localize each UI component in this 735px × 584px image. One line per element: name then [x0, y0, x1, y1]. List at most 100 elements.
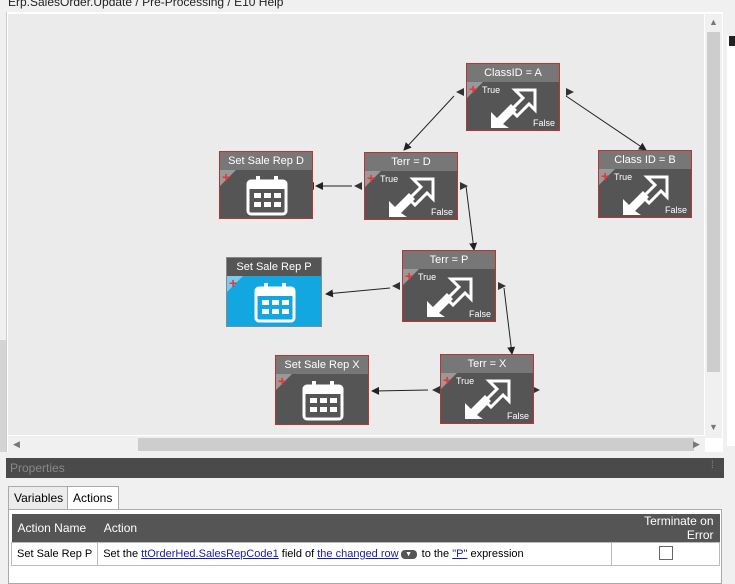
node-classid-b[interactable]: Class ID = B + True False: [598, 150, 692, 218]
workflow-canvas[interactable]: ClassID = A + True False Terr = D + True…: [8, 14, 704, 435]
true-label: True: [380, 174, 399, 184]
tab-actions[interactable]: Actions: [67, 486, 119, 511]
scroll-down-icon[interactable]: ▼: [709, 422, 718, 432]
vertical-scroll-thumb[interactable]: [707, 32, 720, 372]
connector-classA-classB: [565, 95, 647, 151]
false-label: False: [506, 411, 529, 421]
node-title: Set Sale Rep P: [227, 258, 321, 276]
action-name-cell: Set Sale Rep P: [10, 542, 99, 566]
port-terrP-right: [498, 282, 506, 290]
horizontal-scrollbar[interactable]: ◀ ▶: [8, 436, 705, 453]
corner-marker: [441, 373, 457, 389]
horizontal-scroll-thumb[interactable]: [138, 438, 694, 451]
scroll-right-icon[interactable]: ▶: [693, 439, 700, 449]
node-set-sale-rep-d[interactable]: Set Sale Rep D +: [219, 151, 313, 219]
node-title: Set Sale Rep X: [276, 356, 368, 374]
window-title: Erp.SalesOrder.Update / Pre-Processing /…: [8, 0, 284, 9]
port-terrX-right: [532, 386, 540, 394]
action-text: expression: [467, 548, 524, 560]
action-text: field of: [278, 548, 318, 560]
node-set-sale-rep-p[interactable]: Set Sale Rep P +: [226, 257, 322, 327]
actions-grid: Action Name Action Terminate on Error Se…: [10, 514, 720, 566]
terminate-on-error-cell: [611, 542, 720, 566]
condition-arrows-icon: [389, 177, 435, 217]
node-title: Terr = P: [403, 251, 495, 269]
calendar-icon: [246, 176, 288, 216]
false-label: False: [532, 118, 555, 128]
node-title: Set Sale Rep D: [220, 152, 312, 170]
false-label: False: [664, 205, 687, 215]
node-title: Terr = D: [365, 153, 457, 171]
scroll-left-icon[interactable]: ◀: [13, 439, 20, 449]
node-title: Terr = X: [441, 355, 533, 373]
node-terr-d[interactable]: Terr = D + True False: [364, 152, 458, 220]
plus-icon[interactable]: +: [222, 169, 231, 185]
connector-terrP-setP: [325, 287, 391, 298]
corner-marker: [403, 269, 419, 285]
scroll-up-icon[interactable]: ▲: [709, 17, 718, 27]
plus-icon[interactable]: +: [601, 168, 610, 184]
column-terminate-on-error[interactable]: Terminate on Error: [611, 514, 720, 543]
calendar-icon: [302, 381, 344, 421]
right-edge: [727, 36, 735, 446]
plus-icon[interactable]: +: [229, 275, 238, 291]
column-action-name[interactable]: Action Name: [11, 514, 98, 543]
column-action[interactable]: Action: [97, 514, 612, 543]
connector-terrD-terrP: [465, 185, 478, 251]
corner-marker: [599, 169, 615, 185]
port-classA-right: [566, 88, 574, 96]
chevron-down-icon[interactable]: ▼: [400, 549, 417, 559]
expression-link[interactable]: "P": [452, 548, 468, 560]
node-classid-a[interactable]: ClassID = A + True False: [466, 63, 560, 131]
port-classA-left: [456, 88, 464, 96]
tab-variables[interactable]: Variables: [8, 486, 74, 509]
condition-arrows-icon: [491, 88, 537, 128]
connectors: [306, 88, 647, 395]
left-splitter[interactable]: [0, 340, 6, 452]
port-terrP-left: [392, 282, 400, 290]
corner-marker: [227, 276, 243, 292]
condition-arrows-icon: [623, 175, 669, 215]
right-edge-marker: [729, 36, 735, 46]
pin-icon[interactable]: ⁞: [711, 460, 714, 471]
true-label: True: [456, 376, 475, 386]
port-terrD-left: [354, 182, 362, 190]
false-label: False: [430, 207, 453, 217]
action-description-cell: Set the ttOrderHed.SalesRepCode1 field o…: [97, 542, 612, 566]
node-title: Class ID = B: [599, 151, 691, 169]
field-link[interactable]: ttOrderHed.SalesRepCode1: [141, 548, 279, 560]
window-title-bar: Erp.SalesOrder.Update / Pre-Processing /…: [0, 0, 735, 12]
plus-icon[interactable]: +: [469, 81, 478, 97]
condition-arrows-icon: [427, 277, 473, 317]
table-row[interactable]: Set Sale Rep P Set the ttOrderHed.SalesR…: [10, 542, 720, 566]
row-link[interactable]: the changed row: [317, 548, 399, 560]
connector-terrP-terrX: [503, 287, 516, 355]
node-set-sale-rep-x[interactable]: Set Sale Rep X +: [275, 355, 369, 425]
calendar-icon: [254, 283, 296, 323]
actions-panel: Action Name Action Terminate on Error Se…: [8, 509, 722, 584]
true-label: True: [418, 272, 437, 282]
terminate-on-error-checkbox[interactable]: [658, 545, 673, 560]
node-terr-x[interactable]: Terr = X + True False: [440, 354, 534, 424]
corner-marker: [220, 170, 236, 186]
plus-icon[interactable]: +: [367, 170, 376, 186]
false-label: False: [468, 309, 491, 319]
node-title: ClassID = A: [467, 64, 559, 82]
corner-marker: [467, 82, 483, 98]
properties-title: Properties: [10, 461, 65, 475]
vertical-scrollbar[interactable]: ▲ ▼: [705, 14, 722, 438]
plus-icon[interactable]: +: [405, 268, 414, 284]
action-text: to the: [418, 548, 453, 560]
action-text: Set the: [103, 548, 142, 560]
true-label: True: [482, 85, 501, 95]
properties-header: Properties ⁞: [6, 458, 724, 478]
plus-icon[interactable]: +: [443, 372, 452, 388]
node-terr-p[interactable]: Terr = P + True False: [402, 250, 496, 322]
plus-icon[interactable]: +: [278, 373, 287, 389]
connector-terrX-setX: [371, 386, 429, 395]
condition-arrows-icon: [465, 379, 511, 419]
corner-marker: [276, 374, 292, 390]
port-terrX-left: [432, 386, 440, 394]
true-label: True: [614, 172, 633, 182]
port-terrD-right: [460, 182, 468, 190]
